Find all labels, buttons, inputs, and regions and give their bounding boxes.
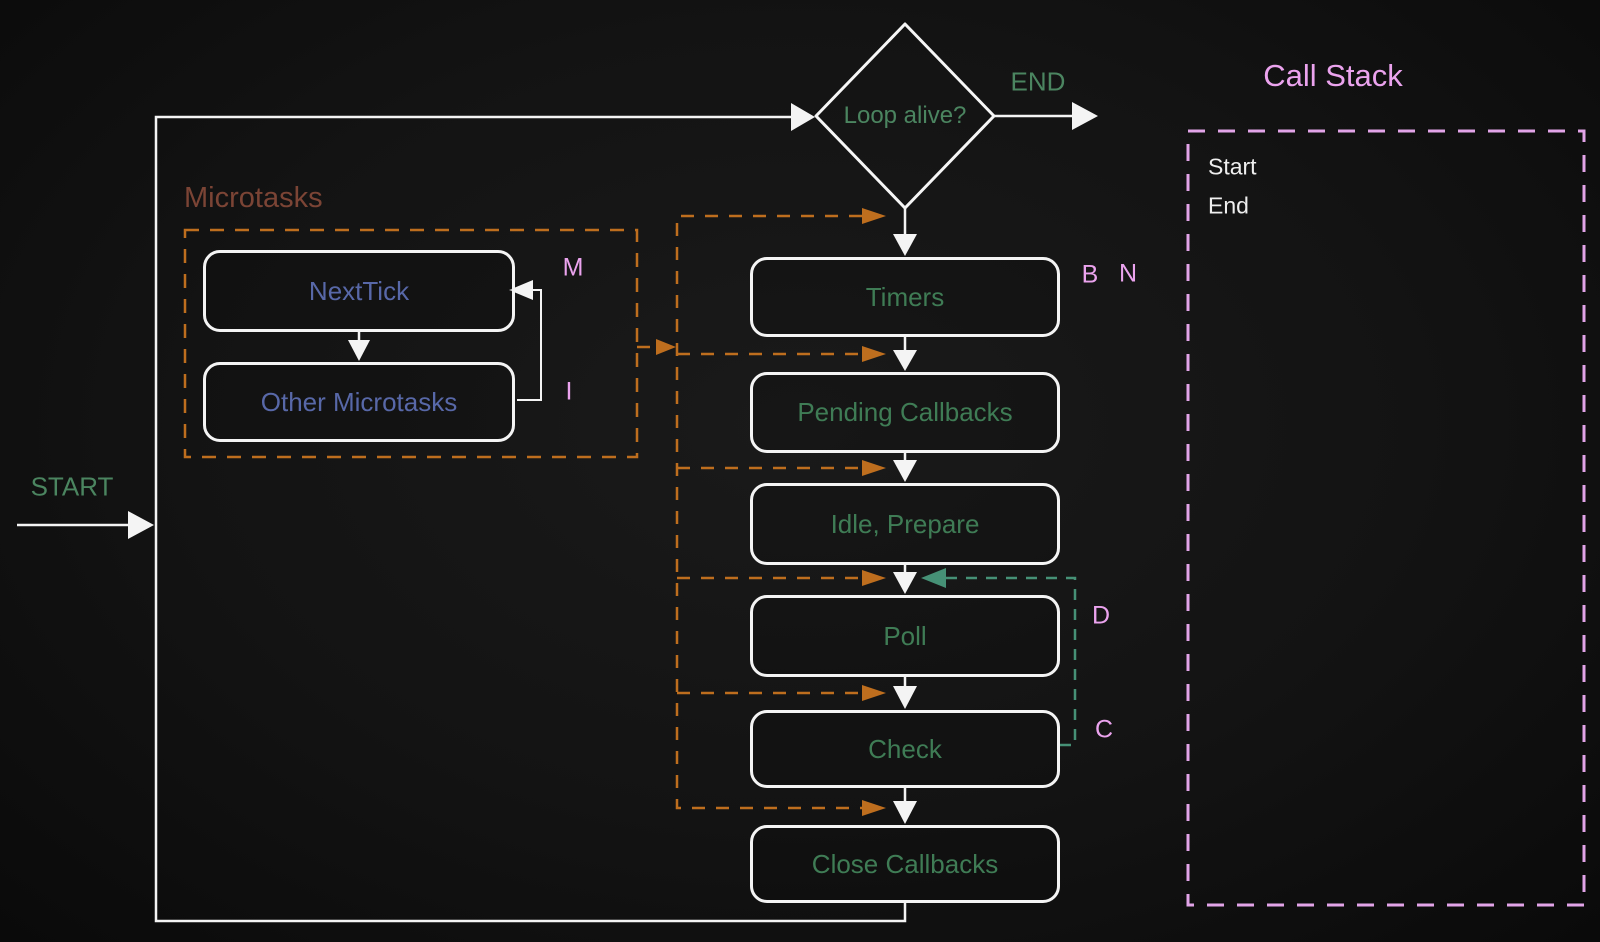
orange-arrowhead-icon	[862, 208, 886, 224]
microtasks-container	[183, 228, 639, 459]
orange-arrowhead-icon	[862, 570, 886, 586]
call-stack-item: Start	[1208, 153, 1257, 180]
annotation-n: N	[1118, 259, 1138, 288]
main-loop-line	[154, 115, 907, 923]
start-label: START	[30, 471, 114, 502]
orange-ladder-spine	[675, 214, 862, 810]
connector-arrowhead-icon	[893, 686, 917, 709]
annotation-m: M	[562, 253, 584, 282]
microtasks-title: Microtasks	[184, 182, 323, 214]
node-other-microtasks-label: Other Microtasks	[260, 386, 458, 417]
call-stack-container	[1186, 129, 1586, 907]
node-nexttick-label: NextTick	[308, 275, 410, 306]
phase-box-close-callbacks: Close Callbacks	[750, 825, 1060, 903]
connector-arrowhead-icon	[893, 460, 917, 482]
phase-label: Poll	[883, 620, 927, 651]
decision-label: Loop alive?	[843, 102, 967, 129]
connector-arrowhead-icon	[893, 572, 917, 594]
phase-label: Pending Callbacks	[797, 397, 1013, 427]
end-label: END	[1010, 66, 1066, 97]
orange-arrowhead-icon	[862, 460, 886, 476]
node-nexttick: NextTick	[203, 250, 515, 332]
annotation-c: C	[1094, 715, 1114, 744]
orange-arrowhead-icon	[656, 339, 676, 355]
phase-label: Check	[868, 733, 942, 764]
connector-arrowhead-icon	[893, 350, 917, 371]
phase-box-idle-prepare: Idle, Prepare	[750, 483, 1060, 565]
phase-box-poll: Poll	[750, 595, 1060, 677]
microtask-loop-line	[517, 289, 542, 401]
call-stack-title: Call Stack	[1263, 58, 1403, 93]
orange-arrowhead-icon	[862, 685, 886, 701]
orange-arrowhead-icon	[862, 800, 886, 816]
annotation-d: D	[1091, 601, 1111, 630]
end-arrowhead-icon	[1072, 102, 1098, 130]
annotation-i: I	[565, 377, 573, 406]
phase-box-pending-callbacks: Pending Callbacks	[750, 372, 1060, 453]
phase-box-check: Check	[750, 710, 1060, 788]
teal-loop-line	[946, 576, 1077, 747]
orange-arrowhead-icon	[862, 346, 886, 362]
phase-box-timers: Timers	[750, 257, 1060, 337]
teal-arrowhead-icon	[921, 568, 946, 588]
annotation-b: B	[1081, 260, 1099, 289]
phase-label: Idle, Prepare	[830, 508, 980, 539]
connector-arrowhead-icon	[893, 801, 917, 824]
connector-arrowhead-icon	[348, 340, 370, 361]
main-loop-arrowhead-icon	[791, 103, 815, 131]
call-stack-item: End	[1208, 192, 1249, 219]
microtask-loop-arrowhead-icon	[509, 280, 533, 300]
connector-arrowhead-icon	[893, 234, 917, 256]
phase-label: Close Callbacks	[811, 848, 999, 879]
start-arrowhead-icon	[128, 511, 154, 539]
phase-label: Timers	[865, 281, 945, 312]
node-other-microtasks: Other Microtasks	[203, 362, 515, 442]
